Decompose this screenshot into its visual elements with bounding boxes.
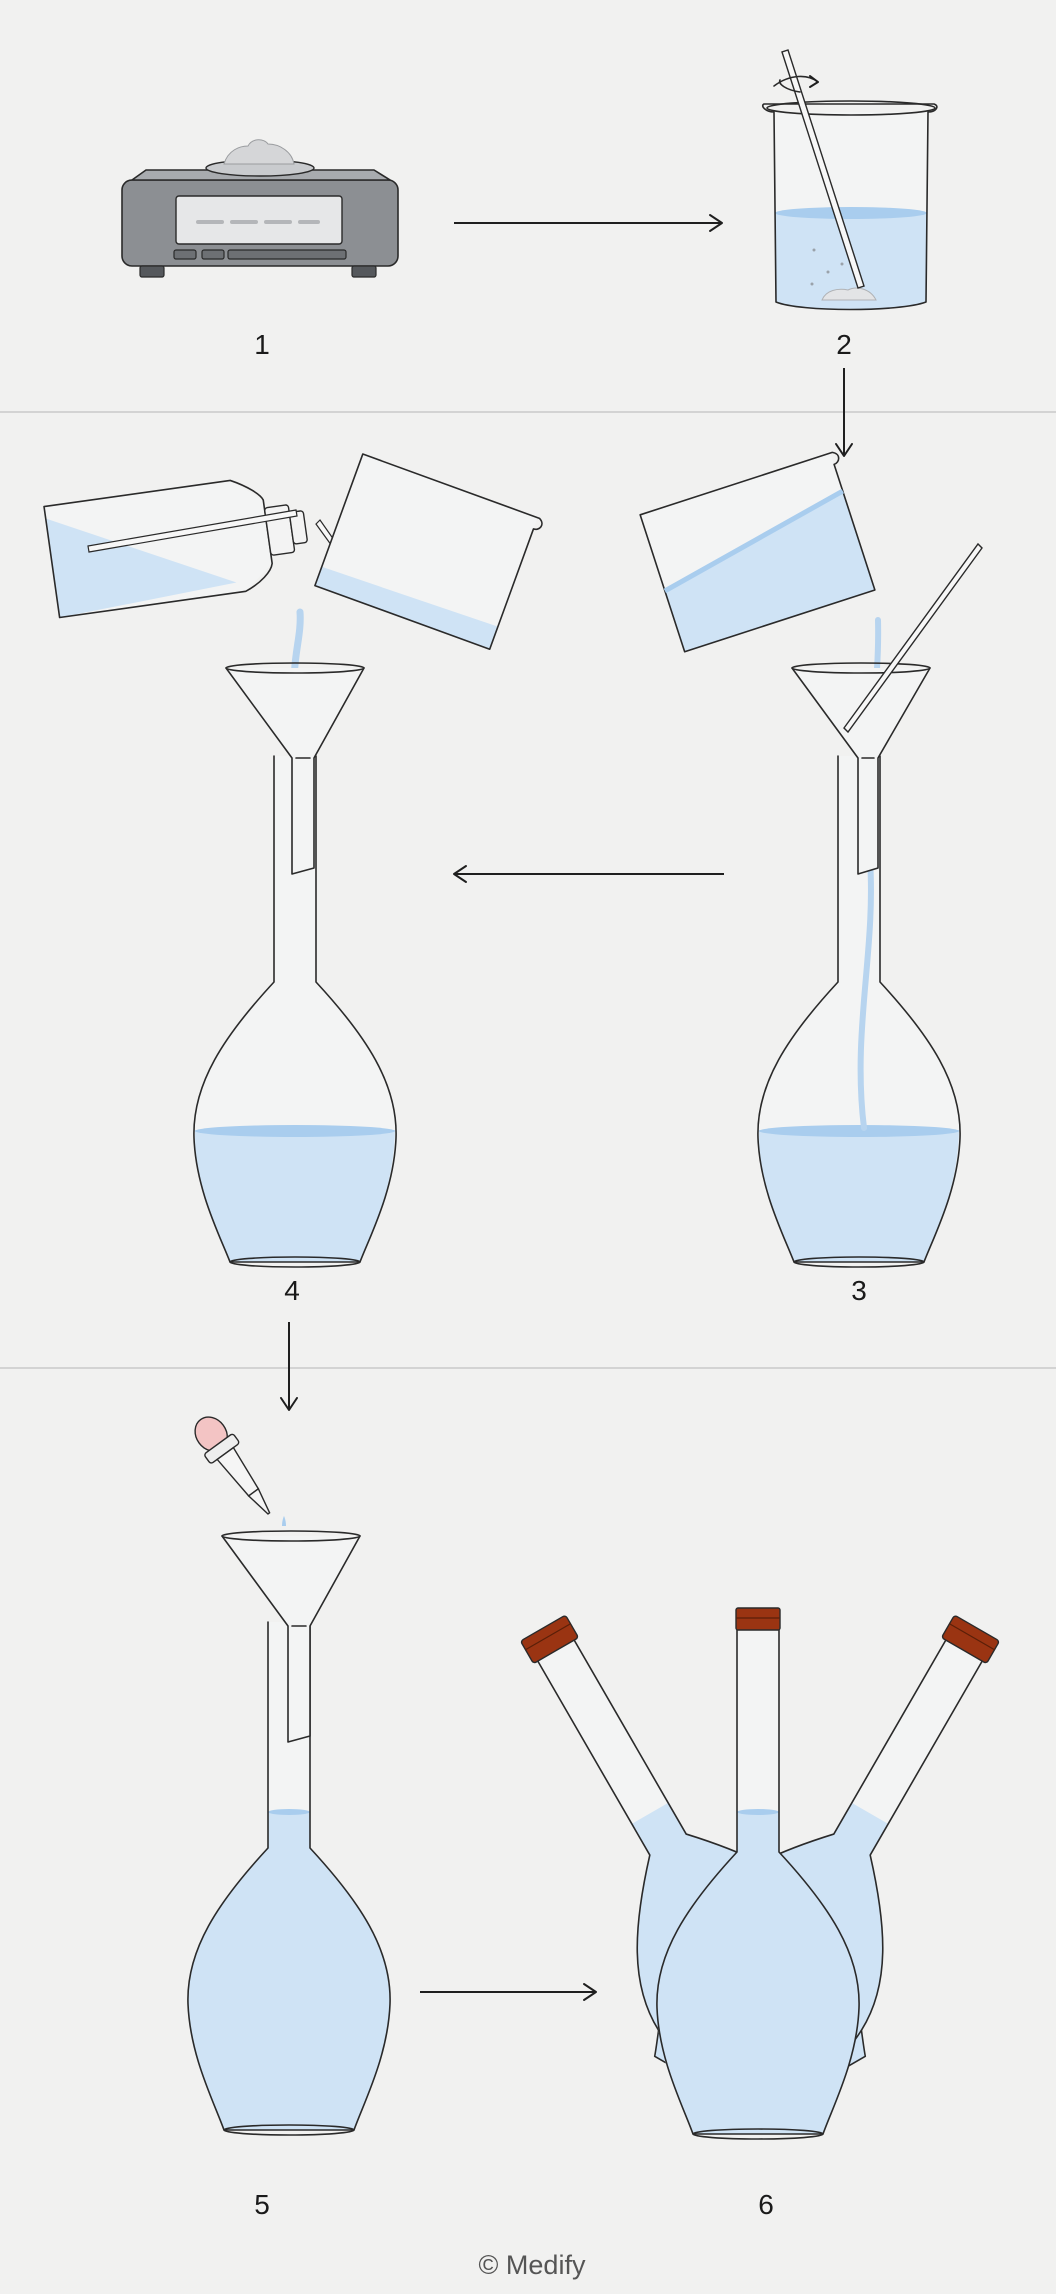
step-label-2: 2 — [836, 329, 852, 360]
rinse-into-flask-icon — [43, 453, 543, 1268]
arrow-step4-to-step5 — [280, 1322, 298, 1411]
step-label-1: 1 — [254, 329, 270, 360]
balance-scale-icon — [121, 139, 399, 278]
step-label-5: 5 — [254, 2189, 270, 2220]
stoppered-flasks-icon — [520, 1607, 1000, 2140]
step-label-4: 4 — [284, 1275, 300, 1306]
beaker-stirring-icon — [761, 49, 938, 311]
step-label-6: 6 — [758, 2189, 774, 2220]
arrow-step5-to-step6 — [420, 1983, 597, 2001]
arrow-step3-to-step4 — [453, 865, 724, 883]
dropper-fill-icon — [187, 1416, 391, 2136]
arrow-step2-to-step3 — [835, 368, 853, 457]
copyright-text: © Medify — [479, 2250, 586, 2280]
arrow-step1-to-step2 — [454, 214, 723, 232]
step-label-3: 3 — [851, 1275, 867, 1306]
pour-into-flask-icon — [639, 451, 983, 1268]
